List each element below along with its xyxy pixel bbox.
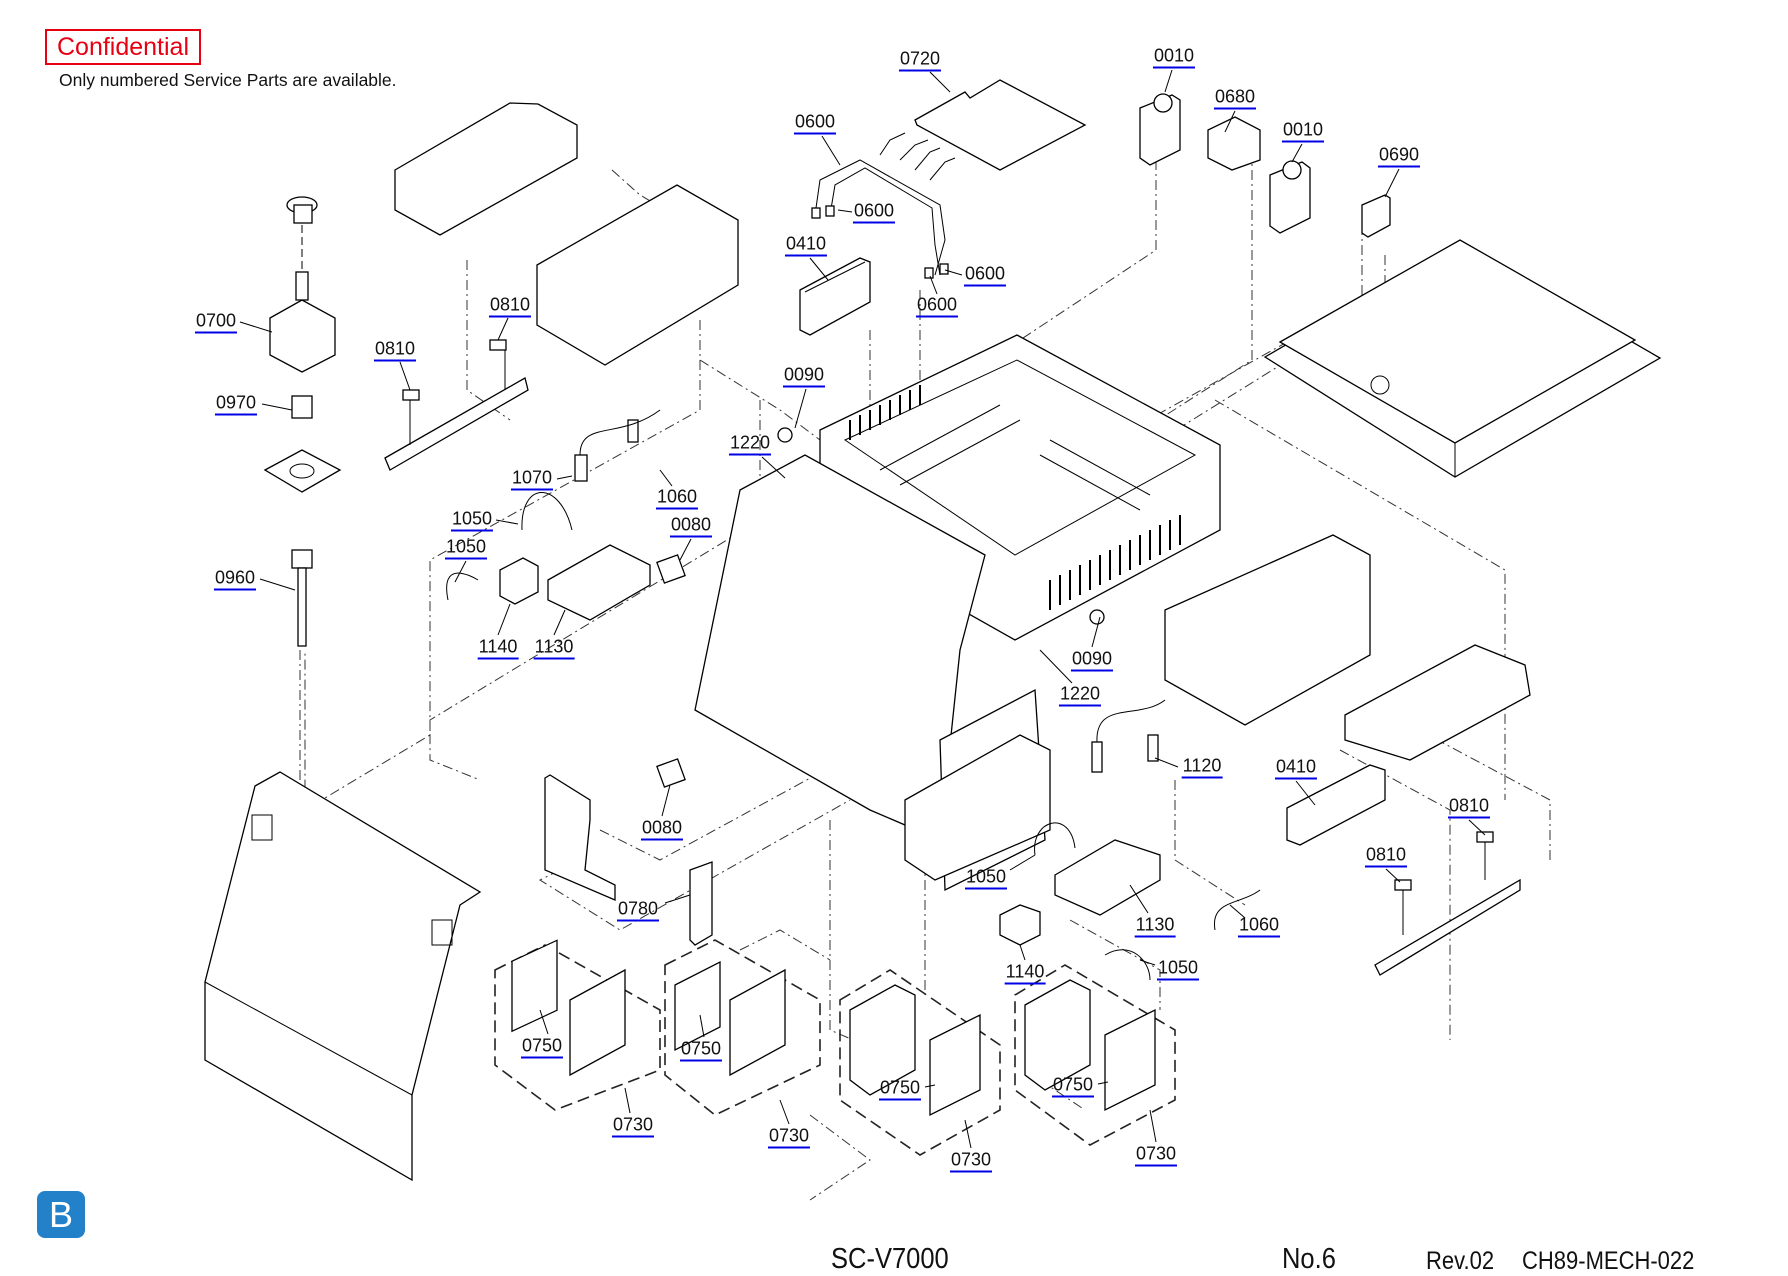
part-label-0600[interactable]: 0600 <box>915 295 959 318</box>
right-side-covers-drawing <box>1164 534 1531 761</box>
part-label-0410[interactable]: 0410 <box>784 234 828 257</box>
part-label-1050[interactable]: 1050 <box>964 867 1008 890</box>
part-label-0750[interactable]: 0750 <box>1051 1075 1095 1098</box>
module-boards-drawing <box>1207 116 1391 238</box>
right-filter-sensor-drawing <box>1286 764 1521 976</box>
left-sensor-bar-drawing <box>384 339 529 471</box>
part-label-1140[interactable]: 1140 <box>1004 962 1046 985</box>
part-label-0600[interactable]: 0600 <box>852 201 896 224</box>
part-label-0600[interactable]: 0600 <box>963 264 1007 287</box>
leader-lines <box>239 69 1486 1149</box>
part-label-0810[interactable]: 0810 <box>1447 796 1491 819</box>
confidential-stamp: Confidential <box>45 29 201 65</box>
front-panel-drawing <box>204 771 482 1182</box>
part-label-1130[interactable]: 1130 <box>1134 915 1176 938</box>
part-label-0780[interactable]: 0780 <box>616 899 660 922</box>
main-board-drawing <box>914 79 1087 171</box>
part-label-1140[interactable]: 1140 <box>477 637 519 660</box>
part-label-1050[interactable]: 1050 <box>1156 958 1200 981</box>
part-label-0750[interactable]: 0750 <box>520 1036 564 1059</box>
top-left-covers-drawing <box>394 102 739 366</box>
power-supply-drawing <box>1139 93 1311 234</box>
part-label-0970[interactable]: 0970 <box>214 393 258 416</box>
chassis-vents <box>849 385 1181 610</box>
part-label-1120[interactable]: 1120 <box>1181 756 1223 779</box>
page-number: No.6 <box>1282 1243 1336 1275</box>
part-label-1070[interactable]: 1070 <box>510 468 554 491</box>
left-pump-assembly-drawing <box>446 409 686 621</box>
part-label-1220[interactable]: 1220 <box>1058 684 1102 707</box>
part-label-1060[interactable]: 1060 <box>1237 915 1281 938</box>
part-label-0090[interactable]: 0090 <box>1070 649 1114 672</box>
part-label-0010[interactable]: 0010 <box>1281 120 1325 143</box>
part-label-0750[interactable]: 0750 <box>679 1039 723 1062</box>
part-label-0090[interactable]: 0090 <box>782 365 826 388</box>
right-pump-assembly-drawing <box>999 699 1261 981</box>
part-label-0730[interactable]: 0730 <box>949 1150 993 1173</box>
part-label-0680[interactable]: 0680 <box>1213 87 1257 110</box>
part-label-1050[interactable]: 1050 <box>450 509 494 532</box>
part-label-0810[interactable]: 0810 <box>373 339 417 362</box>
part-label-1060[interactable]: 1060 <box>655 487 699 510</box>
middle-brackets-drawing <box>544 758 713 946</box>
central-chassis-drawing <box>694 334 1221 892</box>
document-code: CH89-MECH-022 <box>1522 1247 1695 1275</box>
part-label-0730[interactable]: 0730 <box>611 1115 655 1138</box>
part-label-0960[interactable]: 0960 <box>213 568 257 591</box>
part-label-0730[interactable]: 0730 <box>767 1126 811 1149</box>
part-label-0410[interactable]: 0410 <box>1274 757 1318 780</box>
part-label-0730[interactable]: 0730 <box>1134 1144 1178 1167</box>
part-label-0600[interactable]: 0600 <box>793 112 837 135</box>
part-label-0080[interactable]: 0080 <box>669 515 713 538</box>
filter-unit-top-drawing <box>799 257 871 336</box>
part-label-0010[interactable]: 0010 <box>1152 46 1196 69</box>
part-label-0720[interactable]: 0720 <box>898 49 942 72</box>
motor-column-drawing <box>263 196 342 647</box>
part-label-0810[interactable]: 0810 <box>488 295 532 318</box>
part-label-0810[interactable]: 0810 <box>1364 845 1408 868</box>
part-label-1220[interactable]: 1220 <box>728 433 772 456</box>
revision: Rev.02 <box>1426 1247 1495 1275</box>
part-label-0750[interactable]: 0750 <box>878 1078 922 1101</box>
cable-harness-drawing <box>811 132 956 279</box>
service-parts-notice: Only numbered Service Parts are availabl… <box>59 70 397 90</box>
part-label-1130[interactable]: 1130 <box>533 637 575 660</box>
section-badge: B <box>37 1191 85 1238</box>
part-label-0080[interactable]: 0080 <box>640 818 684 841</box>
driver-board-groups-drawing <box>494 939 1176 1156</box>
model-name: SC-V7000 <box>831 1243 949 1275</box>
part-label-0700[interactable]: 0700 <box>194 311 238 334</box>
part-label-0690[interactable]: 0690 <box>1377 145 1421 168</box>
part-label-1050[interactable]: 1050 <box>444 537 488 560</box>
top-right-cover-drawing <box>1263 239 1662 478</box>
